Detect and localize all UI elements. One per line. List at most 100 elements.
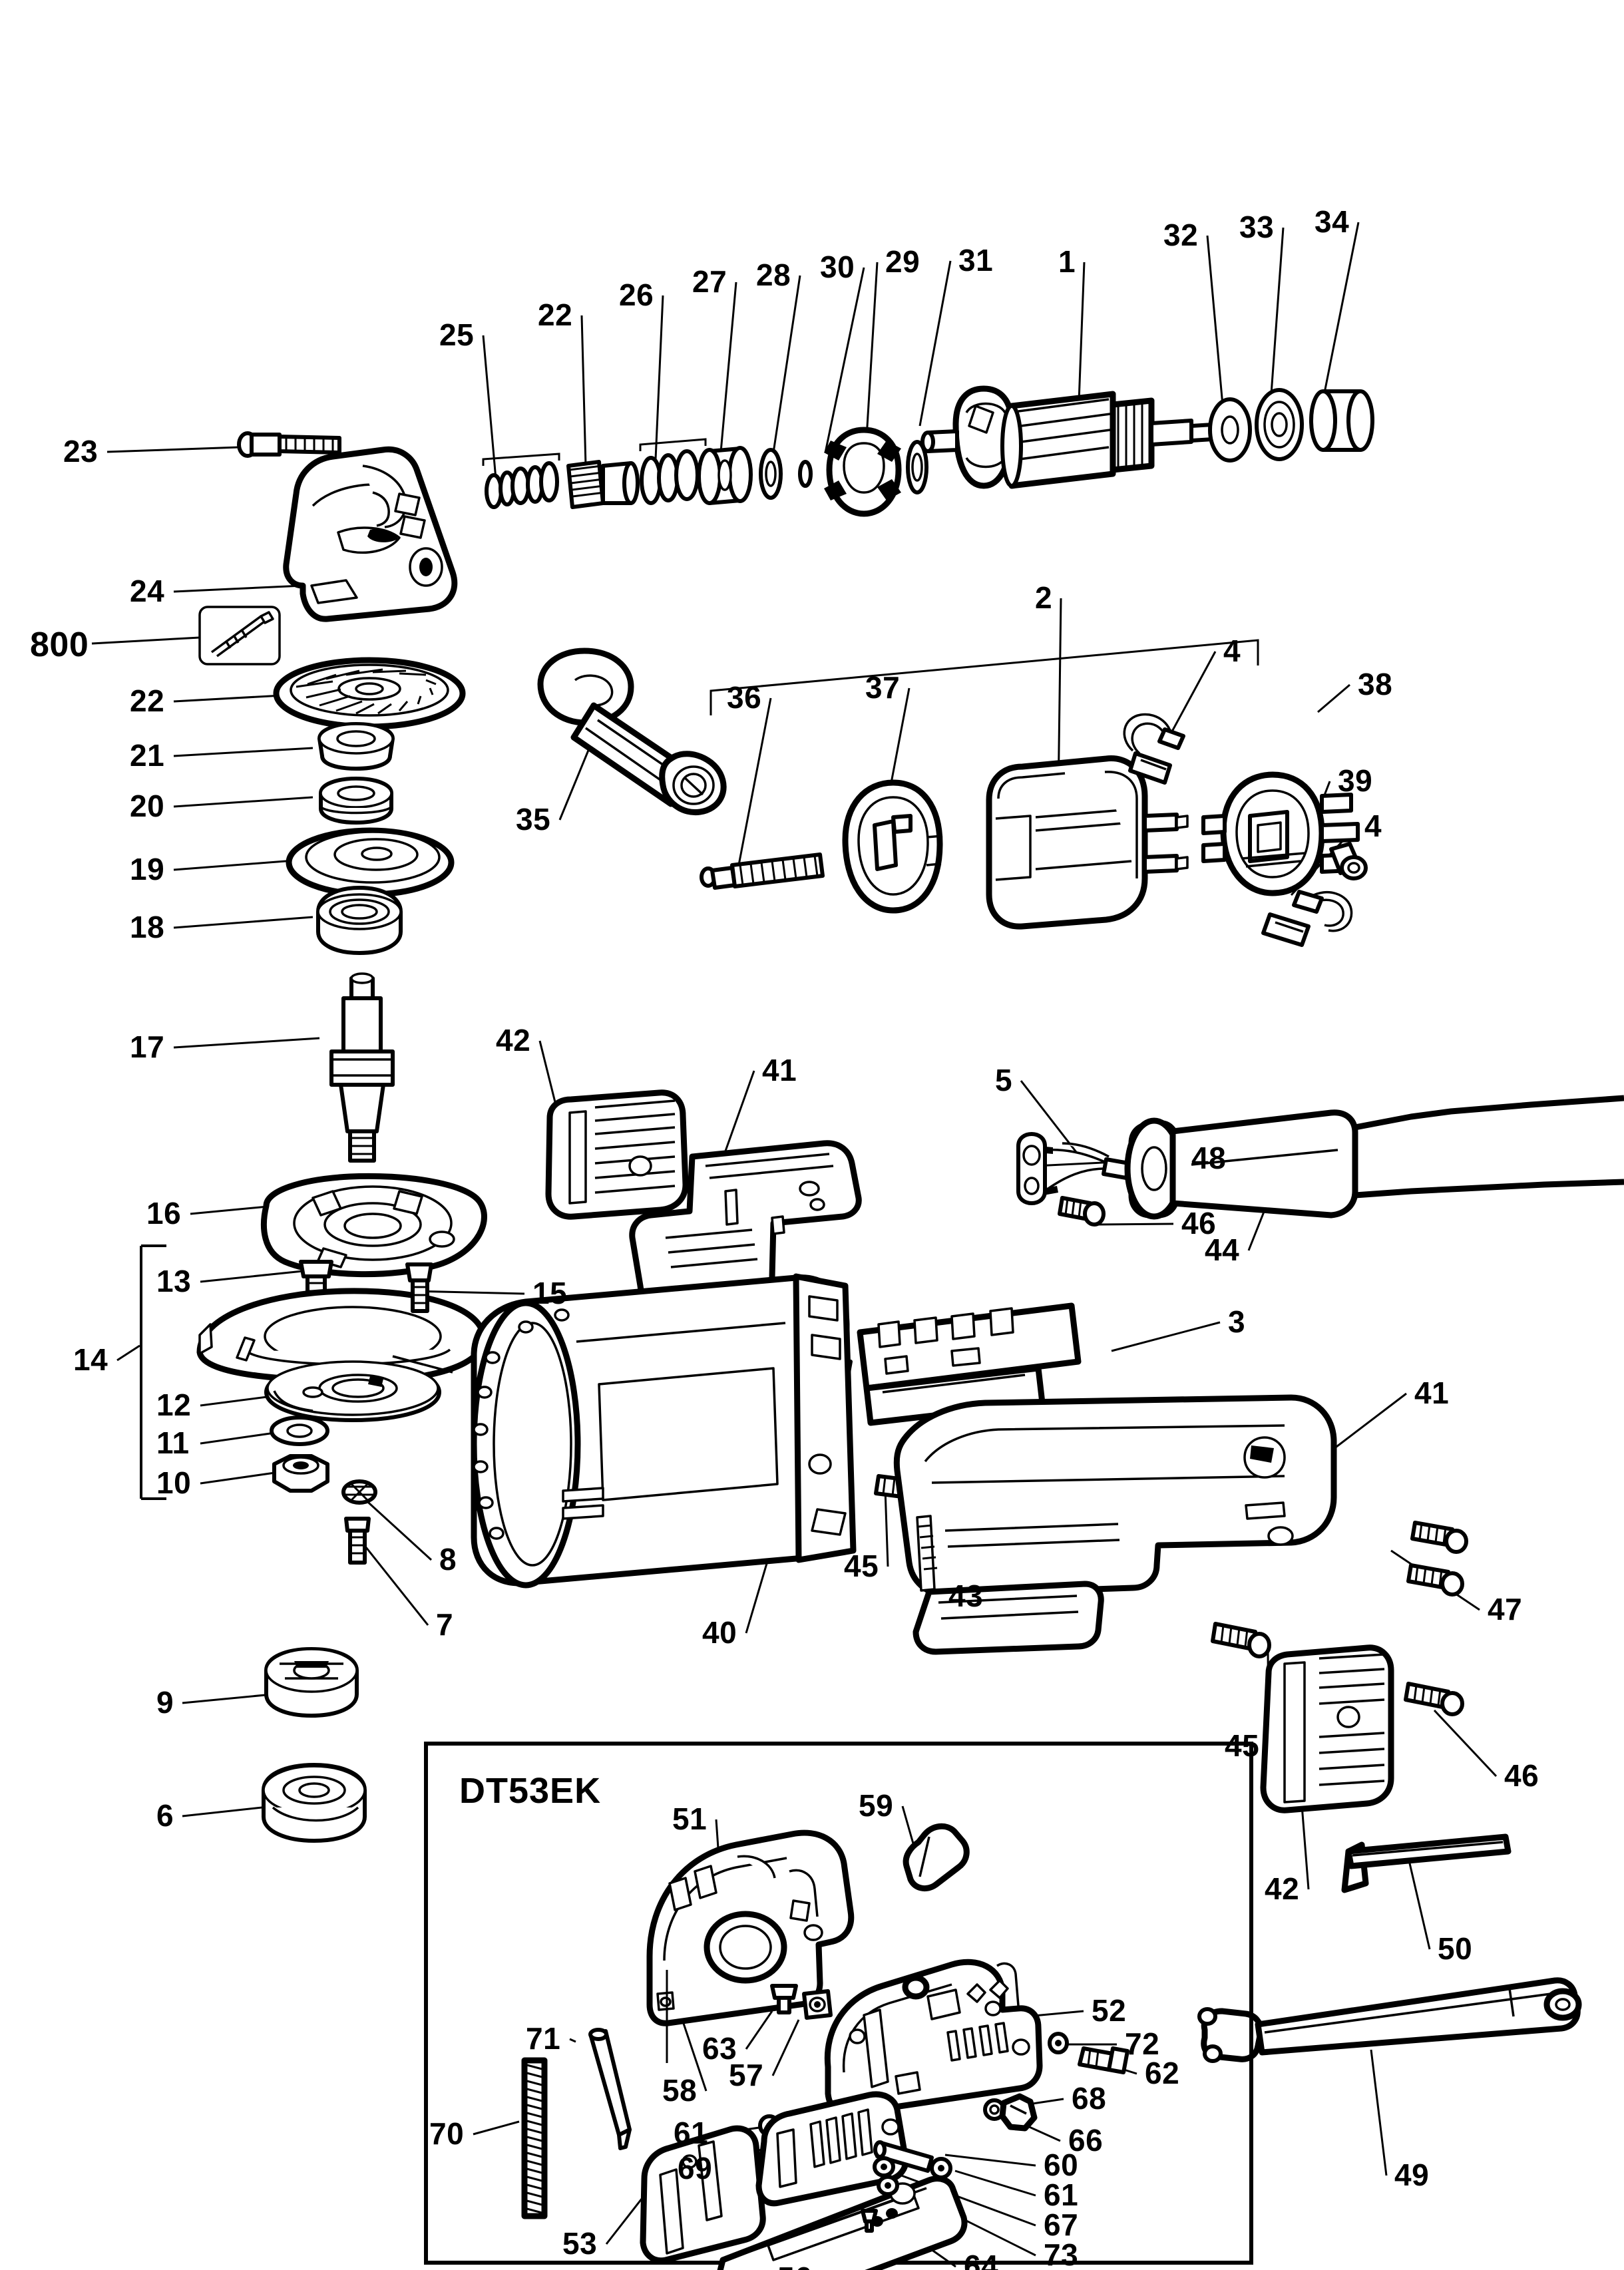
part-47-screws — [1406, 1521, 1468, 1597]
callout-label-45: 45 — [1225, 1728, 1260, 1763]
callout-label-21: 21 — [130, 738, 165, 773]
callout-label-37: 37 — [865, 670, 901, 705]
callout-label-64: 64 — [964, 2249, 999, 2270]
part-66-knob — [999, 2093, 1038, 2132]
leader-line-32 — [1206, 235, 1225, 413]
callout-label-48: 48 — [1191, 1141, 1227, 1175]
callout-label-8: 8 — [439, 1542, 457, 1577]
callout-label-34: 34 — [1315, 204, 1350, 239]
callout-label-40: 40 — [702, 1615, 737, 1650]
callout-label-53: 53 — [562, 2226, 598, 2261]
callout-label-58: 58 — [662, 2073, 698, 2108]
leader-line-71 — [569, 2038, 576, 2043]
callout-label-46: 46 — [1181, 1206, 1217, 1240]
part-45-screw-right — [1211, 1622, 1271, 1658]
part-71-pin — [588, 2028, 632, 2150]
inset-title-dt53ek: DT53EK — [459, 1771, 602, 1811]
callout-label-56: 56 — [777, 2263, 812, 2270]
leader-line-1 — [1077, 262, 1086, 420]
part-62-bolt — [1078, 2046, 1129, 2074]
leader-line-5 — [1020, 1080, 1080, 1155]
leader-line-800 — [91, 636, 200, 645]
callout-label-19: 19 — [130, 852, 165, 886]
part-49-spanner-wrench — [1197, 1977, 1582, 2063]
callout-label-70: 70 — [429, 2116, 465, 2151]
part-2-field-stator — [986, 755, 1189, 930]
callout-label-38: 38 — [1358, 667, 1393, 701]
callout-label-27: 27 — [692, 264, 727, 299]
part-22-fan — [273, 657, 466, 730]
callout-label-15: 15 — [532, 1276, 568, 1310]
leader-line-11 — [200, 1431, 280, 1445]
part-50-allen-key — [1341, 1833, 1512, 1893]
callout-label-66: 66 — [1068, 2123, 1104, 2158]
callout-label-24: 24 — [130, 574, 165, 608]
leader-line-13 — [200, 1270, 304, 1283]
callout-label-13: 13 — [156, 1264, 192, 1298]
callout-label-72: 72 — [1125, 2026, 1160, 2061]
part-56-base-plate — [717, 2175, 968, 2270]
callout-label-61: 61 — [674, 2116, 709, 2150]
part-11-washer — [270, 1416, 329, 1446]
leader-line-23 — [106, 446, 240, 453]
leader-line-4 — [1167, 651, 1217, 739]
callout-label-41: 41 — [762, 1053, 797, 1087]
part-61-washer-b — [930, 2157, 952, 2179]
leader-line-57 — [771, 2019, 800, 2076]
part-7-screw — [344, 1517, 371, 1565]
leader-line-33 — [1269, 227, 1285, 413]
callout-label-5: 5 — [995, 1063, 1013, 1097]
part-15-screw — [405, 1262, 433, 1313]
leader-line-21 — [173, 747, 313, 757]
callout-label-68: 68 — [1072, 2081, 1107, 2116]
part-38-brush-holder — [1201, 771, 1360, 896]
part-41-handle-half-lower — [893, 1394, 1337, 1655]
callout-label-16: 16 — [146, 1196, 182, 1230]
part-9-flange-nut — [264, 1647, 359, 1718]
part-42-vent-cover-right — [1260, 1644, 1394, 1813]
callout-label-41: 41 — [1414, 1376, 1450, 1410]
part-42-vent-cover-left — [545, 1089, 689, 1220]
callout-label-2: 2 — [1035, 580, 1053, 615]
callout-label-59: 59 — [859, 1788, 894, 1823]
part-10-nut — [272, 1454, 329, 1493]
callout-label-49: 49 — [1394, 2158, 1430, 2192]
leader-line-38 — [1317, 683, 1350, 713]
part-6-inner-flange — [262, 1763, 367, 1843]
part-3-switch — [857, 1302, 1082, 1426]
part-70-spring — [521, 2057, 548, 2219]
callout-label-800: 800 — [30, 626, 89, 664]
part-20-seal — [319, 777, 393, 825]
leader-line-36 — [736, 697, 772, 872]
callout-label-14: 14 — [73, 1342, 108, 1377]
leader-line-29 — [864, 262, 879, 460]
callout-label-18: 18 — [130, 910, 165, 944]
leader-line-41 — [1330, 1392, 1407, 1452]
leader-line-15 — [412, 1290, 525, 1295]
leader-line-34 — [1323, 222, 1360, 393]
callout-label-22: 22 — [130, 683, 165, 718]
callout-label-43: 43 — [948, 1579, 984, 1613]
callout-label-30: 30 — [820, 250, 855, 284]
leader-line-20 — [173, 796, 313, 808]
leader-line-25 — [482, 335, 497, 480]
leader-line-24 — [173, 584, 304, 593]
leader-line-46 — [1098, 1223, 1174, 1226]
callout-label-23: 23 — [63, 434, 99, 469]
part-64-screw — [861, 2209, 878, 2233]
part-21-washer — [317, 722, 395, 771]
callout-label-50: 50 — [1438, 1931, 1473, 1966]
part-72-washer — [1048, 2032, 1069, 2054]
callout-label-20: 20 — [130, 789, 165, 823]
leader-line-42 — [1300, 1796, 1310, 1890]
part-1-armature — [920, 385, 1215, 489]
part-4-brush-lead-upper — [1123, 713, 1185, 785]
leader-line-50 — [1408, 1863, 1431, 1950]
parts-25-31-bearing-stack — [482, 427, 928, 517]
leader-line-17 — [173, 1037, 320, 1049]
part-8-starwasher — [341, 1479, 377, 1505]
callout-label-61: 61 — [1044, 2177, 1079, 2212]
leader-line-31 — [918, 260, 952, 427]
part-18-bearing — [316, 886, 403, 955]
callout-label-42: 42 — [1265, 1871, 1300, 1906]
